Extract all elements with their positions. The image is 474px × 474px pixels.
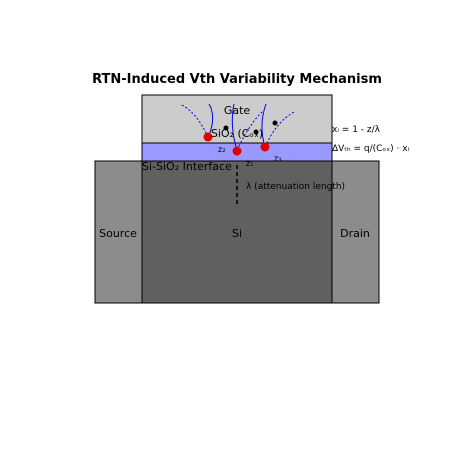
attenuation-label: λ (attenuation length) xyxy=(246,182,345,192)
silicon-label: Si xyxy=(232,227,242,240)
trap-depth-label: z₃ xyxy=(274,154,281,163)
gate-region xyxy=(141,94,333,144)
interface-label: Si-SiO₂ Interface xyxy=(142,160,232,173)
trap-depth-label: z₁ xyxy=(246,159,253,168)
electron xyxy=(253,129,259,135)
field-line xyxy=(236,111,263,151)
field-line xyxy=(231,103,238,151)
electron xyxy=(272,120,278,126)
trap-3 xyxy=(260,142,270,152)
electron xyxy=(223,125,229,131)
diagram-title: RTN-Induced Vth Variability Mechanism xyxy=(92,72,382,87)
trap-2 xyxy=(232,146,242,156)
drain-region xyxy=(331,160,380,304)
delta-vth-equation: ΔVₜₕ = q/(Cₒₓ) · xᵢ xyxy=(332,144,410,154)
trap-depth-label: z₂ xyxy=(218,145,225,154)
trap-1 xyxy=(203,132,213,142)
field-line xyxy=(179,103,209,138)
source-region xyxy=(94,160,143,304)
source-label: Source xyxy=(99,227,137,240)
oxide-label: SiO₂ (Cₒₓ) xyxy=(211,127,263,140)
gate-label: Gate xyxy=(224,104,251,117)
drain-label: Drain xyxy=(340,227,370,240)
weight-equation: xᵢ = 1 - z/λ xyxy=(332,125,381,135)
